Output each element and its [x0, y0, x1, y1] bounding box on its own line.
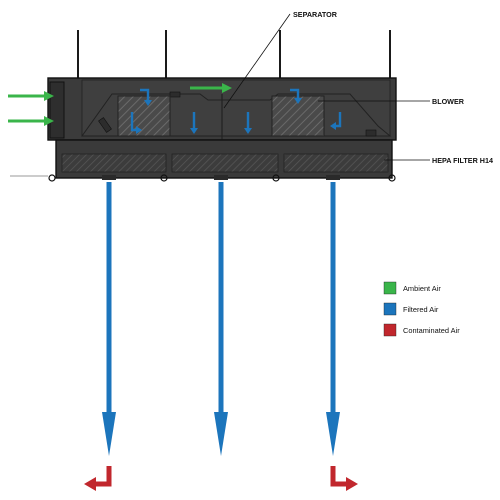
- contaminated-air-arrows: [84, 466, 358, 491]
- separator-label: SEPARATOR: [293, 10, 338, 19]
- legend-label-filtered: Filtered Air: [403, 305, 439, 314]
- legend-label-contaminated: Contaminated Air: [403, 326, 460, 335]
- downflow-filtered-air-arrows: [102, 182, 340, 456]
- legend-swatch-filtered: [383, 302, 397, 316]
- legend-swatch-ambient: [383, 281, 397, 295]
- blower-left: [117, 95, 171, 137]
- legend-swatch-contaminated: [383, 323, 397, 337]
- internal-filtered-air-arrows: [130, 88, 342, 134]
- hepa-filter-label: HEPA FILTER H14: [432, 156, 493, 165]
- legend-label-ambient: Ambient Air: [403, 284, 441, 293]
- suspension-rods: [77, 30, 391, 78]
- blower-label: BLOWER: [432, 97, 465, 106]
- hepa-filter: [10, 139, 396, 182]
- legend: Ambient Air Filtered Air Contaminated Ai…: [383, 281, 460, 337]
- callout-leaders: [223, 13, 430, 161]
- ambient-air-arrows: [8, 83, 232, 126]
